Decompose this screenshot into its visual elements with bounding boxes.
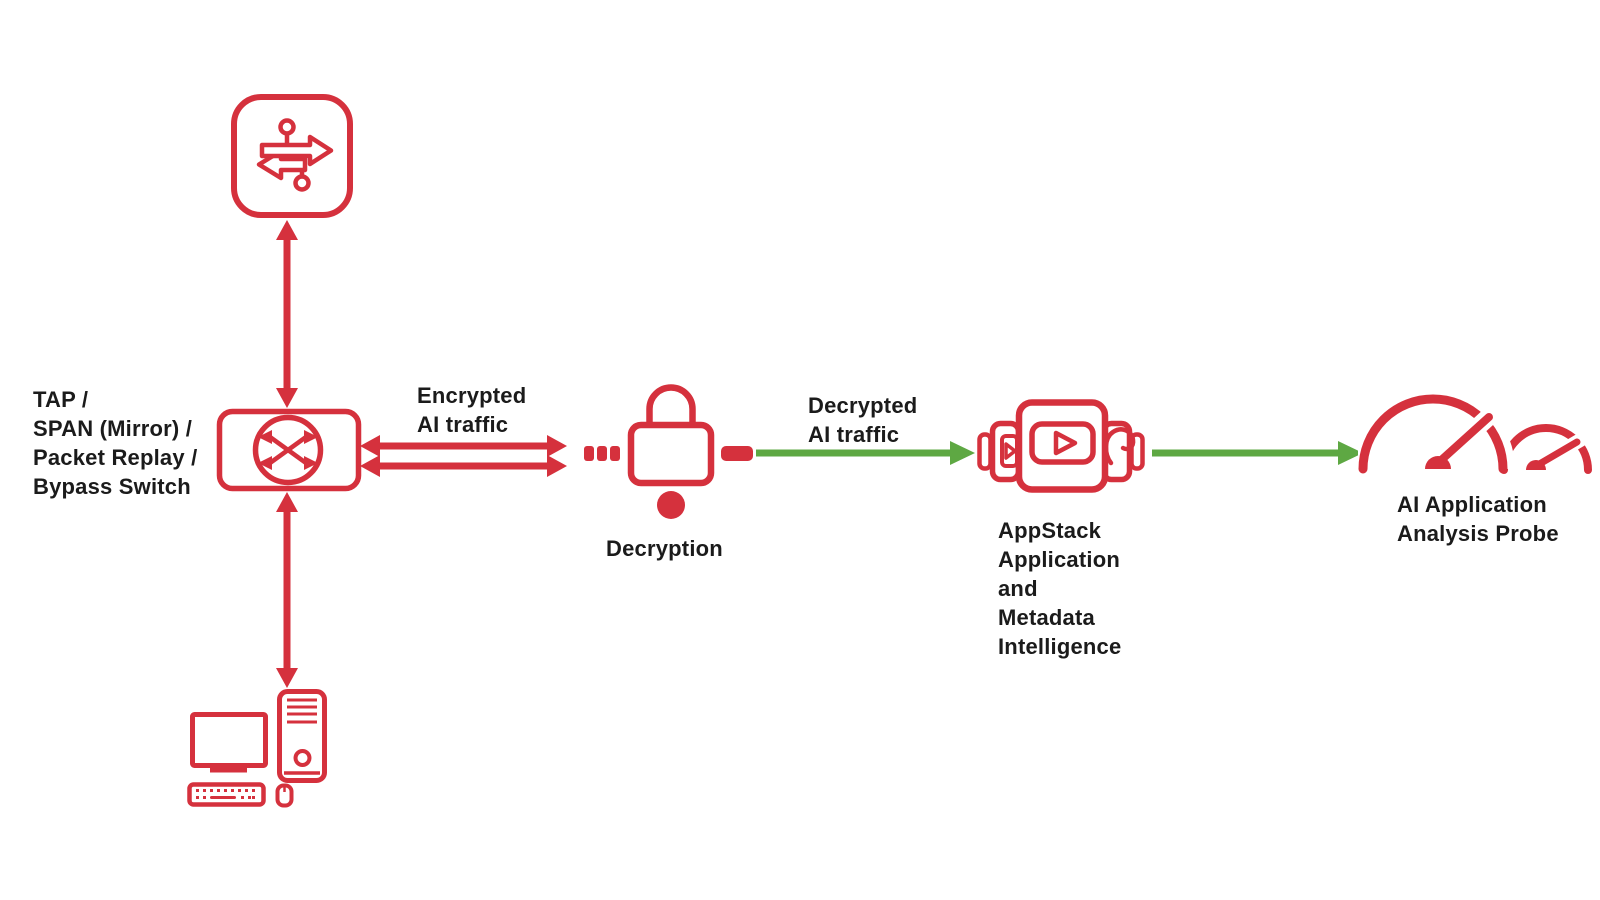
tap-span-label: TAP / SPAN (Mirror) / Packet Replay / By… <box>33 387 198 499</box>
decrypted-traffic-label: Decrypted AI traffic <box>808 393 918 447</box>
traffic-dot <box>597 446 607 461</box>
encrypted-traffic-arrows <box>360 435 567 477</box>
decryption-label: Decryption <box>606 536 723 561</box>
route-arrows-icon <box>231 94 353 218</box>
desktop-computer-icon <box>187 689 327 808</box>
padlock-icon <box>627 384 715 519</box>
decryption-output-dash <box>721 446 753 461</box>
green-arrow-decrypted-1 <box>756 441 975 465</box>
app-stack-icon <box>977 399 1145 493</box>
encrypted-traffic-label: Encrypted AI traffic <box>417 383 527 437</box>
traffic-dot <box>610 446 620 461</box>
network-switch-icon <box>216 408 362 492</box>
play-glyph <box>1053 430 1078 456</box>
gauge-dials-icon <box>1358 390 1592 474</box>
green-arrow-decrypted-2 <box>1152 441 1363 465</box>
vertical-double-arrow-bottom <box>276 492 298 688</box>
traffic-dot <box>584 446 594 461</box>
appstack-label: AppStack Application and Metadata Intell… <box>998 518 1122 659</box>
probe-label: AI Application Analysis Probe <box>1397 492 1559 546</box>
keyboard-keys <box>196 789 255 799</box>
vertical-double-arrow-top <box>276 220 298 408</box>
